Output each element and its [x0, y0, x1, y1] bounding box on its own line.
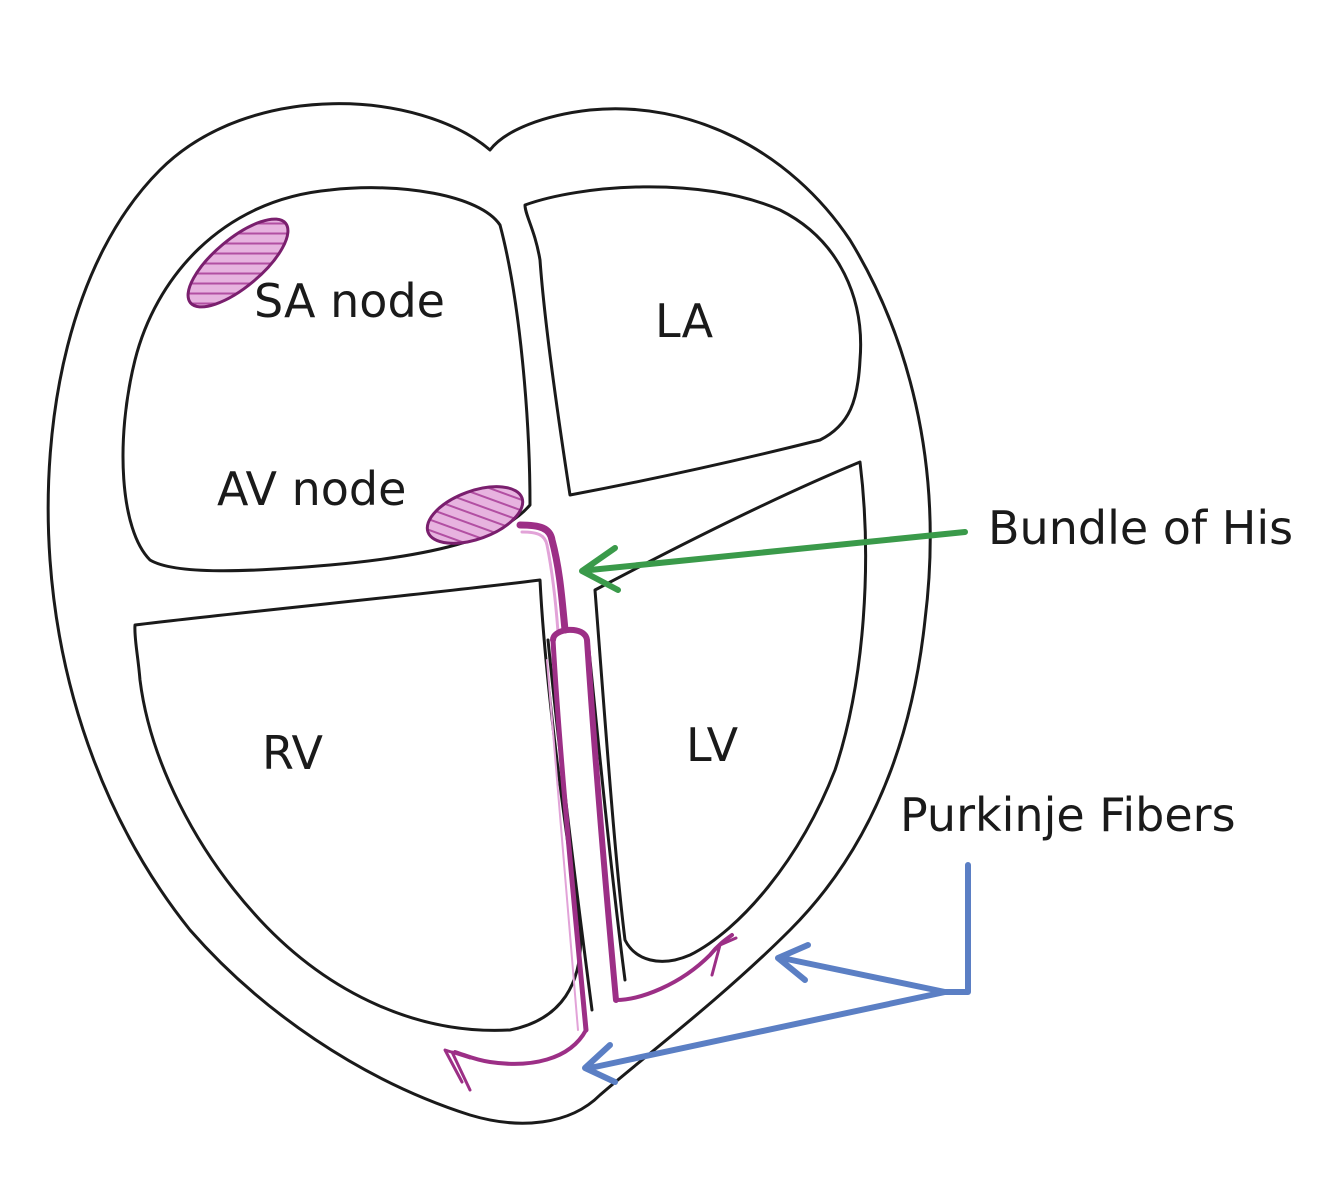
right-bundle-branch-highlight — [546, 659, 579, 1031]
rv-label: RV — [262, 726, 323, 780]
bundle-of-his-arrow — [579, 529, 968, 593]
bundle-branch-loop — [550, 626, 619, 1003]
bundle-of-his-pathway — [516, 521, 569, 634]
av-node-shape — [425, 485, 525, 545]
bundle-of-his-highlight — [520, 530, 560, 634]
purkinje-fiber-left — [453, 1028, 588, 1066]
right-bundle-branch — [550, 637, 589, 1033]
septum-contour-right — [586, 638, 627, 982]
purkinje-arrow-upper — [775, 942, 948, 995]
av-node-label: AV node — [217, 462, 407, 516]
heart-outer-wall — [46, 102, 932, 1125]
purkinje-fiber-left-tip — [443, 1048, 472, 1092]
purkinje-fiber-right-tip — [703, 936, 738, 977]
left-atrium-chamber — [523, 185, 863, 497]
purkinje-bracket — [942, 862, 971, 995]
bundle-of-his-label: Bundle of His — [988, 501, 1294, 555]
purkinje-fibers-label: Purkinje Fibers — [900, 788, 1236, 842]
left-ventricle-chamber — [593, 460, 868, 963]
la-label: LA — [655, 294, 714, 348]
right-ventricle-chamber — [133, 578, 583, 1032]
lv-label: LV — [686, 718, 739, 772]
purkinje-arrow-lower — [582, 989, 948, 1085]
sa-node-shape — [186, 217, 290, 309]
sa-node-label: SA node — [254, 274, 445, 328]
right-atrium-chamber — [121, 186, 532, 573]
